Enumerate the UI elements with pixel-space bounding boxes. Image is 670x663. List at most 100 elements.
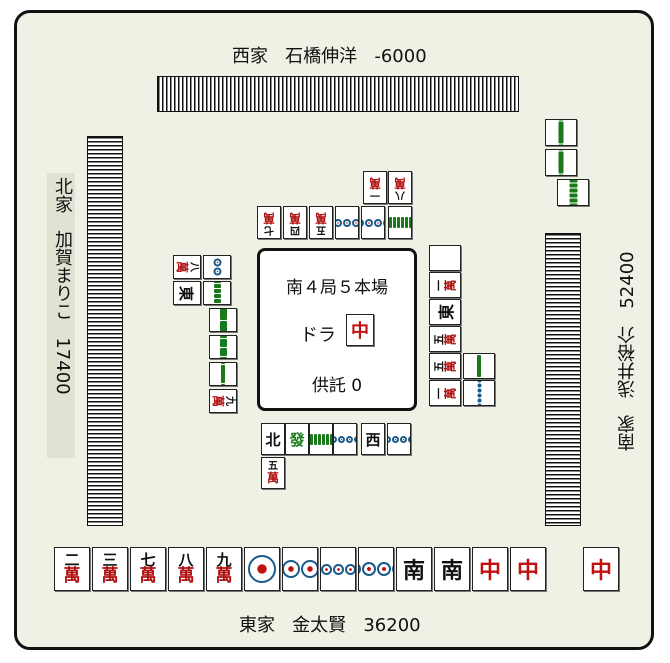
sou-stick: [221, 365, 225, 383]
honor-tile: 白: [429, 245, 461, 271]
sou-stick: [400, 217, 404, 228]
sou-tile: [388, 206, 412, 239]
tile-number: 五: [267, 461, 278, 472]
east-seat: 東家: [239, 615, 275, 636]
pin-dot: [345, 435, 353, 443]
tile-suit: 萬: [101, 566, 119, 586]
sou-tile: [309, 423, 333, 455]
sou-stick: [219, 320, 227, 331]
man-tile: 二萬: [54, 547, 90, 591]
man-tile: 一萬: [429, 272, 461, 298]
deposit-label: 供託 0: [311, 376, 363, 396]
sou-stick: [329, 433, 332, 445]
tile-suit: 萬: [215, 566, 233, 586]
pin-dot: [248, 555, 276, 583]
tile-character: 中: [589, 558, 612, 584]
pin-tile: [361, 206, 385, 239]
honor-tile: 西: [361, 423, 385, 455]
pin-dot: [391, 562, 393, 576]
pin-dot: [382, 218, 384, 227]
tile-suit: 萬: [266, 471, 279, 485]
sou-stick: [213, 283, 221, 288]
tile-number: 二: [64, 551, 80, 569]
pin-dot: [343, 218, 351, 227]
sou-tile: [545, 119, 577, 146]
sou-tile: [545, 149, 577, 176]
pin-dot: [477, 383, 481, 388]
tile-character: 中: [516, 558, 539, 584]
pin-tile: [463, 380, 495, 406]
tile-character: 白: [433, 250, 457, 266]
sou-stick: [558, 151, 564, 174]
tile-suit: 萬: [443, 332, 458, 346]
tile-suit: 萬: [210, 394, 225, 408]
tile-suit: 萬: [174, 260, 189, 274]
sou-stick: [558, 174, 564, 175]
east-name: 金太賢: [292, 615, 347, 636]
north-label-bg: [47, 173, 75, 458]
tile-number: 八: [178, 551, 194, 569]
south-player-label: 南家 浅井裕介 52400: [615, 211, 641, 451]
pin-dot: [336, 218, 342, 227]
tile-number: 七: [140, 551, 156, 569]
tile-suit: 萬: [443, 359, 458, 373]
pin-dot: [300, 560, 317, 578]
sou-stick: [221, 384, 225, 385]
pin-dot: [283, 560, 300, 578]
sou-tile: [557, 179, 589, 206]
honor-tile: 南: [396, 547, 432, 591]
sou-tile: [209, 335, 237, 359]
man-tile: 三萬: [92, 547, 128, 591]
tile-character: 南: [440, 558, 463, 584]
man-tile: 八萬: [388, 171, 412, 204]
tile-number: 八: [395, 188, 405, 200]
man-tile: 八萬: [173, 255, 201, 279]
honor-tile: 南: [434, 547, 470, 591]
sou-stick: [558, 121, 564, 144]
pin-tile: [320, 547, 356, 591]
sou-stick: [213, 298, 221, 303]
sou-stick: [213, 293, 221, 298]
pin-dot: [362, 218, 364, 227]
pin-tile: [335, 206, 359, 239]
west-name: 石橋伸洋: [285, 46, 358, 67]
sou-stick: [558, 144, 564, 145]
east-score: 36200: [363, 615, 421, 636]
man-tile: 五萬: [429, 326, 461, 352]
pin-tile: [358, 547, 394, 591]
dora-tile: 中: [346, 314, 374, 346]
tile-suit: 萬: [393, 175, 406, 190]
round-info-panel: 南４局５本場 ドラ 中 供託 0: [257, 248, 417, 411]
sou-stick: [219, 338, 227, 347]
sou-stick: [392, 217, 396, 228]
pin-dot: [213, 267, 221, 276]
mahjong-table: 西家 石橋伸洋 -6000 北家 加賀まりこ 17400 南家 浅井裕介 524…: [14, 10, 654, 650]
south-wall: [545, 233, 581, 526]
south-name: 浅井裕介: [617, 325, 638, 398]
north-score: 17400: [52, 337, 73, 395]
south-seat: 南家: [617, 415, 638, 451]
honor-tile: 東: [173, 281, 201, 305]
pin-dot: [344, 563, 355, 575]
sou-stick: [558, 150, 564, 151]
tile-number: 七: [264, 223, 274, 235]
sou-stick: [569, 180, 577, 182]
pin-dot: [364, 218, 373, 227]
sou-stick: [396, 217, 400, 228]
man-tile: 七萬: [257, 206, 281, 239]
man-tile: 九萬: [209, 389, 237, 413]
pin-dot: [359, 562, 361, 576]
tile-character: 發: [289, 430, 305, 449]
tile-suit: 萬: [63, 566, 81, 586]
man-tile: 五萬: [429, 353, 461, 379]
east-player-label: 東家 金太賢 36200: [239, 611, 421, 637]
pin-tile: [203, 255, 231, 279]
tile-suit: 萬: [443, 278, 458, 292]
sou-tile: [463, 353, 495, 379]
sou-stick: [477, 355, 481, 377]
tile-number: 八: [187, 261, 199, 272]
pin-dot: [337, 435, 345, 443]
sou-stick: [569, 193, 577, 197]
pin-dot: [477, 398, 481, 403]
tile-character: 中: [478, 558, 501, 584]
